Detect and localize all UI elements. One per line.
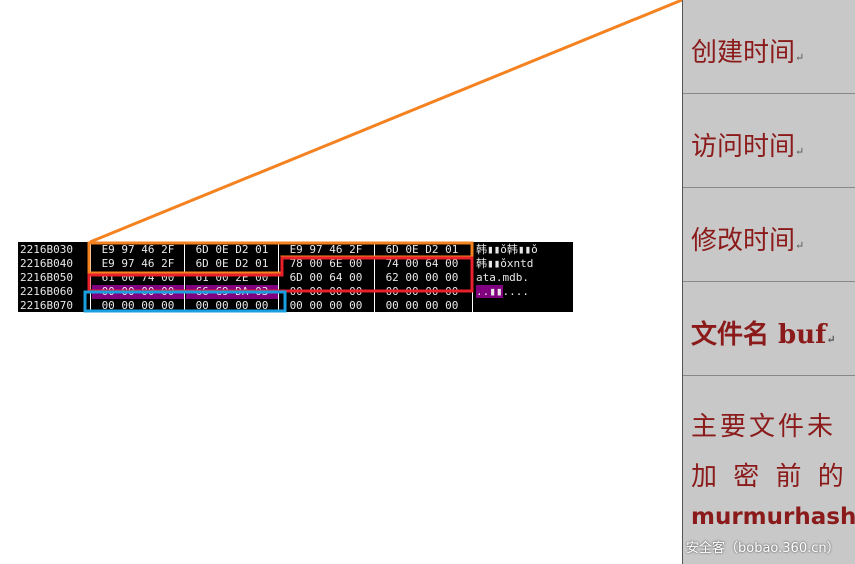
hex-ascii: 韩▮▮ǒ韩▮▮ǒ bbox=[476, 243, 538, 256]
hex-ascii: ..▮▮.... bbox=[476, 285, 529, 298]
hex-dump-view: 2216B030 E9 97 46 2F 6D 0E D2 01 E9 97 46 2… bbox=[18, 242, 573, 312]
hex-row: 2216B030 E9 97 46 2F 6D 0E D2 01 E9 97 46 2… bbox=[18, 243, 573, 257]
hex-byte-group: 00 00 00 00 bbox=[101, 299, 175, 312]
hex-byte-group: E9 97 46 2F bbox=[101, 243, 175, 256]
hex-byte-group: 6D 0E D2 01 bbox=[385, 243, 459, 256]
hex-address: 2216B070 bbox=[20, 299, 73, 312]
hex-byte-group: 00 00 00 00 bbox=[195, 299, 269, 312]
hex-byte-group: 00 00 00 00 bbox=[289, 285, 363, 298]
hex-row: 2216B050 61 00 74 00 61 00 2E 00 6D 00 64 0… bbox=[18, 271, 573, 285]
hex-ascii: ata.mdb. bbox=[476, 271, 529, 284]
hex-byte-group: 6D 0E D2 01 bbox=[195, 257, 269, 270]
label-accessed-time: 访问时间↵ bbox=[683, 94, 855, 188]
label-filename-buf: 文件名 buf↵ bbox=[683, 282, 855, 376]
hex-byte-group: 6D 0E D2 01 bbox=[195, 243, 269, 256]
hex-byte-group: E9 97 46 2F bbox=[101, 257, 175, 270]
hex-byte-group: 61 00 2E 00 bbox=[195, 271, 269, 284]
label-modified-time: 修改时间↵ bbox=[683, 188, 855, 282]
hex-ascii: 韩▮▮ǒxntd bbox=[476, 257, 534, 270]
hex-address: 2216B030 bbox=[20, 243, 73, 256]
hex-row: 2216B070 00 00 00 00 00 00 00 00 00 00 00 0… bbox=[18, 299, 573, 312]
watermark: 安全客（bobao.360.cn） bbox=[686, 541, 840, 556]
hex-byte-group: 61 00 74 00 bbox=[101, 271, 175, 284]
hex-byte-group: 6D 00 64 00 bbox=[289, 271, 363, 284]
hex-address: 2216B050 bbox=[20, 271, 73, 284]
hex-address: 2216B060 bbox=[20, 285, 73, 298]
label-created-time: 创建时间↵ bbox=[683, 0, 855, 94]
hex-byte-group: 00 00 00 00 bbox=[289, 299, 363, 312]
hex-row: 2216B040 E9 97 46 2F 6D 0E D2 01 78 00 6E 0… bbox=[18, 257, 573, 271]
orange-pointer-line bbox=[89, 0, 683, 244]
hex-byte-group: 62 00 00 00 bbox=[385, 271, 459, 284]
label-murmurhash: 主要文件未 加 密 前 的 murmurhash↵ bbox=[691, 412, 855, 530]
hex-address: 2216B040 bbox=[20, 257, 73, 270]
hex-byte-group: 00 00 00 00 bbox=[92, 285, 184, 299]
hex-byte-group: 74 00 64 00 bbox=[385, 257, 459, 270]
annotation-panel: 创建时间↵ 访问时间↵ 修改时间↵ 文件名 buf↵ 主要文件未 加 密 前 的… bbox=[682, 0, 855, 564]
hex-byte-group: 00 00 00 00 bbox=[385, 299, 459, 312]
hex-byte-group: 00 00 00 00 bbox=[385, 285, 459, 298]
hex-byte-group: 78 00 6E 00 bbox=[289, 257, 363, 270]
hex-byte-group: 66 C9 DA 03 bbox=[186, 285, 278, 299]
hex-byte-group: E9 97 46 2F bbox=[289, 243, 363, 256]
